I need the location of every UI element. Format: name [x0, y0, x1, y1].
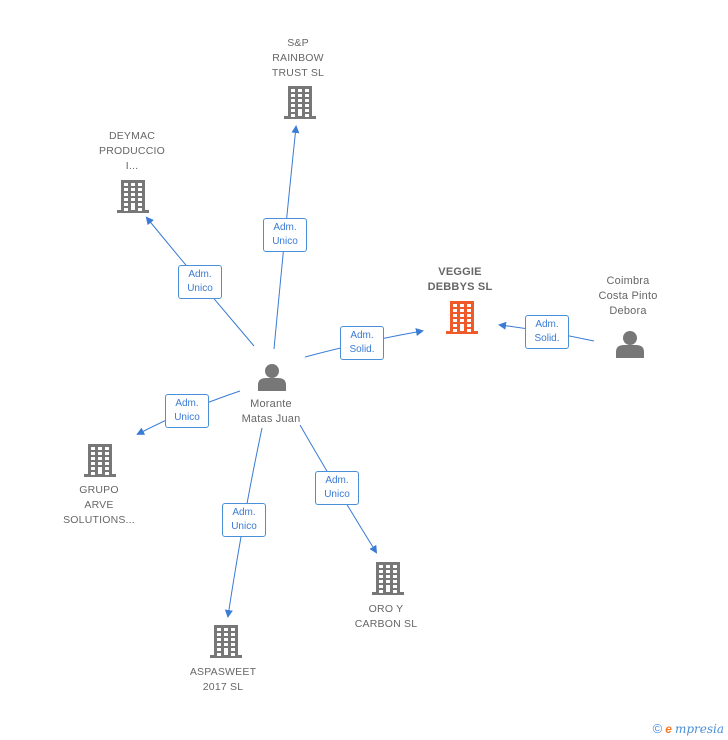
brand-logo-initial: e	[665, 721, 672, 736]
edge-label-morante-oro[interactable]: Adm. Unico	[315, 471, 359, 505]
edge-label-coimbra-veggie[interactable]: Adm. Solid.	[525, 315, 569, 349]
building-icon-grupo[interactable]	[84, 444, 116, 477]
copyright-symbol: ©	[652, 721, 663, 736]
node-label-morante[interactable]: Morante Matas Juan	[241, 398, 301, 425]
edge-label-morante-sp[interactable]: Adm. Unico	[263, 218, 307, 252]
edge-label-morante-veggie[interactable]: Adm. Solid.	[340, 326, 384, 360]
building-icon-sp[interactable]	[284, 86, 316, 119]
node-label-sp[interactable]: S&P RAINBOW TRUST SL	[271, 37, 325, 79]
node-label-grupo[interactable]: GRUPO ARVE SOLUTIONS...	[63, 484, 135, 526]
person-icon-coimbra[interactable]	[616, 331, 644, 358]
edge-label-morante-grupo[interactable]: Adm. Unico	[165, 394, 209, 428]
node-label-veggie[interactable]: VEGGIE DEBBYS SL	[427, 266, 493, 293]
node-label-oro[interactable]: ORO Y CARBON SL	[354, 603, 418, 630]
building-icon-aspa[interactable]	[210, 625, 242, 658]
node-label-deymac[interactable]: DEYMAC PRODUCCIO I...	[99, 130, 165, 172]
building-icon-oro[interactable]	[372, 562, 404, 595]
person-icon-morante[interactable]	[258, 364, 286, 391]
edge-label-morante-deymac[interactable]: Adm. Unico	[178, 265, 222, 299]
node-label-coimbra[interactable]: Coimbra Costa Pinto Debora	[598, 275, 658, 317]
node-label-aspa[interactable]: ASPASWEET 2017 SL	[189, 666, 257, 693]
brand-logo-text: mpresia	[674, 721, 724, 736]
edge-label-morante-aspa[interactable]: Adm. Unico	[222, 503, 266, 537]
building-icon-deymac[interactable]	[117, 180, 149, 213]
building-icon-veggie[interactable]	[446, 301, 478, 334]
